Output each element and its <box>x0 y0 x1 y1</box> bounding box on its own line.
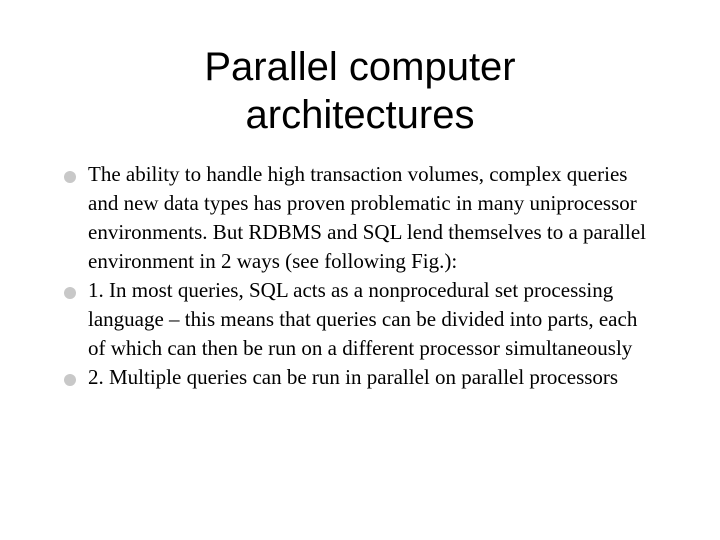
bullet-text: 1. In most queries, SQL acts as a nonpro… <box>88 278 638 360</box>
bullet-item: 1. In most queries, SQL acts as a nonpro… <box>0 276 648 363</box>
slide-title-line-2: architectures <box>245 93 475 137</box>
slide-title-line-1: Parallel computer <box>204 45 516 89</box>
circle-bullet-icon <box>64 171 76 183</box>
circle-bullet-icon <box>64 287 76 299</box>
bullet-list: The ability to handle high transaction v… <box>0 160 720 392</box>
bullet-text: The ability to handle high transaction v… <box>88 162 646 273</box>
bullet-text: 2. Multiple queries can be run in parall… <box>88 365 619 389</box>
slide-title: Parallel computer architectures <box>40 43 680 139</box>
bullet-item: 2. Multiple queries can be run in parall… <box>0 363 648 392</box>
circle-bullet-icon <box>64 374 76 386</box>
bullet-item: The ability to handle high transaction v… <box>0 160 648 276</box>
